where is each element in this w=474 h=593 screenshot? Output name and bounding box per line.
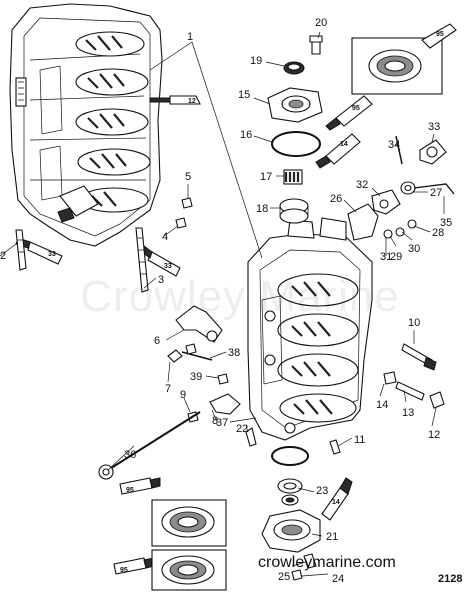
tube-label-12: 12 [188,98,196,105]
callout-13: 13 [402,407,414,419]
callout-31: 31 [380,251,392,263]
callout-4: 4 [162,231,168,243]
callout-29: 29 [390,251,402,263]
callout-12: 12 [428,429,440,441]
callout-35: 35 [440,217,452,229]
callout-39: 39 [190,371,202,383]
callout-10: 10 [408,317,420,329]
callout-21: 21 [326,531,338,543]
callout-22: 22 [236,423,248,435]
callout-30: 30 [408,243,420,255]
callout-18: 18 [256,203,268,215]
upper-seal-group: 95 [283,23,457,95]
callout-numbers: 1 2 3 4 5 6 7 8 9 10 11 12 13 14 15 16 1… [0,17,452,585]
lower-seal-group [151,427,341,591]
figure-number: 2128 [438,573,463,585]
callout-7: 7 [165,383,171,395]
callout-16: 16 [240,129,252,141]
tube-label-14: 14 [340,141,348,148]
callout-15: 15 [238,89,250,101]
crankcase-cover [247,217,373,441]
callout-2: 2 [0,250,6,262]
callout-3: 3 [158,274,164,286]
callout-9: 9 [180,389,186,401]
tube-label-95d: 95 [120,567,128,574]
callout-32: 32 [356,179,368,191]
tube-label-14b: 14 [332,499,340,506]
callout-17: 17 [260,171,272,183]
callout-33: 33 [428,121,440,133]
sensor-bracket-parts [347,135,455,241]
callout-28: 28 [432,227,444,239]
callout-20: 20 [315,17,327,29]
callout-8: 8 [212,415,218,427]
leader-lines [0,31,445,577]
left-hardware [15,197,241,480]
callout-5: 5 [185,171,191,183]
sealant-tubes: 12 95 14 33 33 95 95 14 [15,95,373,575]
callout-11: 11 [354,434,365,446]
callout-26: 26 [330,193,342,205]
callout-38: 38 [228,347,240,359]
callout-19: 19 [250,55,262,67]
tube-label-95: 95 [436,31,444,38]
callout-14: 14 [376,399,388,411]
cylinder-block [9,3,163,247]
callout-1: 1 [187,31,193,43]
tube-label-33: 33 [48,251,56,258]
callout-27: 27 [430,187,442,199]
tube-label-95c: 95 [126,487,134,494]
seal-carrier-parts [267,87,323,224]
site-url-text: crowleymarine.com [258,554,396,571]
tube-label-33b: 33 [164,263,172,270]
tube-label-95b: 95 [352,105,360,112]
right-bolts [383,343,445,409]
callout-6: 6 [154,335,160,347]
callout-25: 25 [278,571,290,583]
callout-24: 24 [332,573,344,585]
callout-37: 37 [216,417,228,429]
callout-23: 23 [316,485,328,497]
callout-34: 34 [388,139,400,151]
callout-36: 36 [124,449,136,461]
